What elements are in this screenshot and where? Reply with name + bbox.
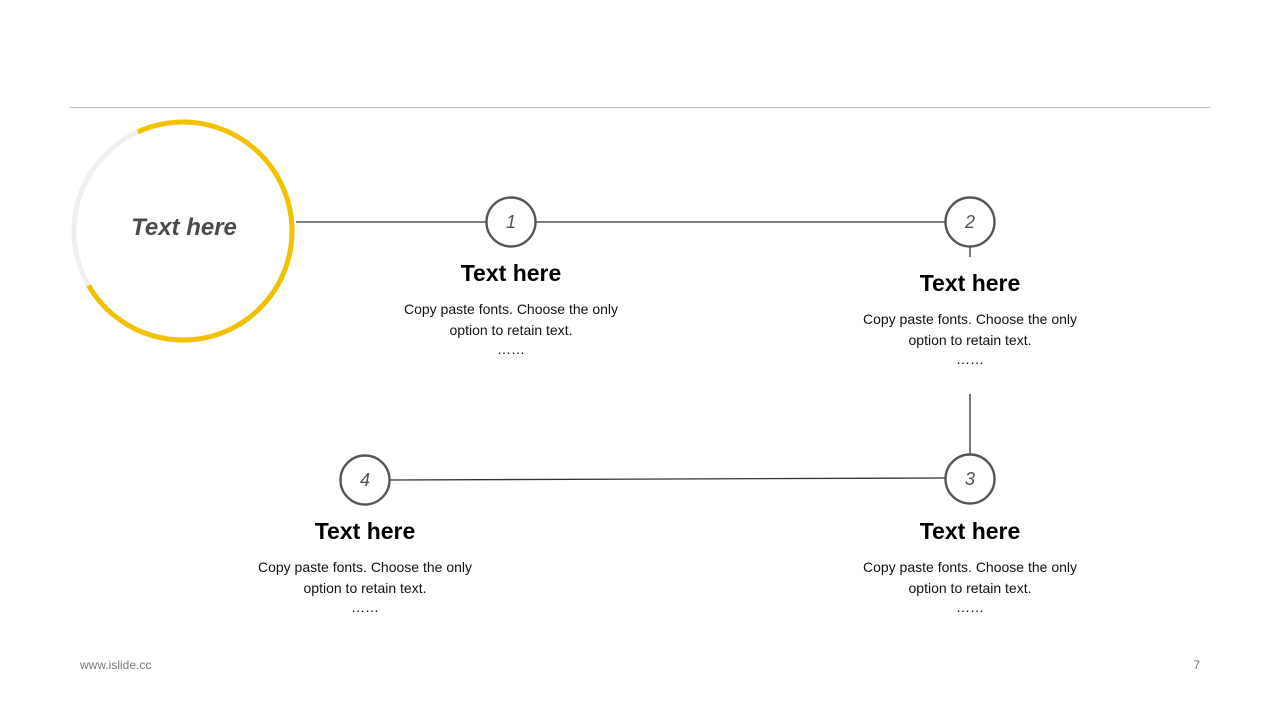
page-number: 7: [1193, 658, 1200, 672]
step-description-line: option to retain text.: [449, 322, 573, 338]
step-block-2: Text here Copy paste fonts. Choose the o…: [840, 268, 1100, 367]
step-title: Text here: [919, 270, 1021, 296]
main-ring-accent-arc: [86, 119, 295, 343]
step-description: Copy paste fonts. Choose the only option…: [840, 309, 1100, 351]
step-title: Text here: [314, 518, 416, 544]
step-description-line: Copy paste fonts. Choose the only: [257, 559, 473, 575]
step-block-1: Text here Copy paste fonts. Choose the o…: [381, 258, 641, 357]
step-node-2: [944, 196, 996, 248]
step-description-line: Copy paste fonts. Choose the only: [403, 301, 619, 317]
step-ellipsis: ……: [956, 599, 984, 615]
step-description-line: option to retain text.: [303, 580, 427, 596]
step-description-line: Copy paste fonts. Choose the only: [862, 559, 1078, 575]
main-label: Text here: [131, 214, 237, 241]
step-ellipsis: ……: [497, 341, 525, 357]
step-block-4: Text here Copy paste fonts. Choose the o…: [235, 516, 495, 615]
step-number-2: 2: [964, 212, 975, 232]
step-number-1: 1: [505, 212, 516, 232]
step-description-line: Copy paste fonts. Choose the only: [862, 311, 1078, 327]
step-node-1: [485, 196, 537, 248]
step-node-3: [944, 453, 996, 505]
step-description-line: option to retain text.: [908, 332, 1032, 348]
top-divider: [70, 107, 1210, 108]
step-number-3: 3: [964, 469, 975, 489]
connector-3-to-4: [389, 477, 946, 481]
step-title: Text here: [919, 518, 1021, 544]
step-description-line: option to retain text.: [908, 580, 1032, 596]
footer-url[interactable]: www.islide.cc: [80, 658, 152, 672]
step-description: Copy paste fonts. Choose the only option…: [840, 557, 1100, 599]
step-node-4: [339, 454, 391, 506]
step-description: Copy paste fonts. Choose the only option…: [235, 557, 495, 599]
step-number-4: 4: [359, 470, 370, 490]
step-ellipsis: ……: [351, 599, 379, 615]
step-block-3: Text here Copy paste fonts. Choose the o…: [840, 516, 1100, 615]
step-ellipsis: ……: [956, 351, 984, 367]
step-description: Copy paste fonts. Choose the only option…: [381, 299, 641, 341]
step-title: Text here: [460, 260, 562, 286]
